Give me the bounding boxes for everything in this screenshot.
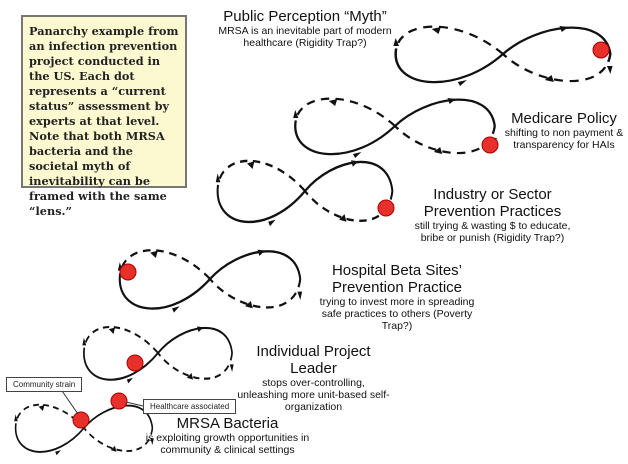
- callout-line-community: [59, 387, 79, 415]
- explanation-note: Panarchy example from an infection preve…: [21, 15, 187, 218]
- level-hospital: Hospital Beta Sites’ Prevention Practice…: [312, 262, 482, 332]
- level-title: Hospital Beta Sites’ Prevention Practice: [331, 262, 463, 296]
- level-title: MRSA Bacteria: [176, 415, 279, 432]
- loop-medicare: [291, 96, 499, 160]
- loop-industry: [214, 158, 396, 228]
- loop-individual: [81, 325, 235, 385]
- healthcare-associated-tag: Healthcare associated: [143, 399, 237, 414]
- level-subtitle: trying to invest more in spreading safe …: [319, 296, 475, 332]
- loop-hospital: [116, 248, 304, 314]
- status-dot-individual: [126, 354, 144, 372]
- status-dot-industry: [377, 199, 395, 217]
- status-dot-healthcare: [110, 392, 128, 410]
- level-myth: Public Perception “Myth” MRSA is an inev…: [215, 8, 395, 49]
- status-dot-myth: [592, 41, 610, 59]
- loop-myth: [392, 24, 614, 88]
- level-subtitle: is exploiting growth opportunities in co…: [145, 432, 310, 456]
- level-individual: Individual Project Leader stops over-con…: [236, 343, 391, 413]
- community-strain-tag: Community strain: [6, 377, 83, 392]
- level-title: Public Perception “Myth”: [223, 8, 387, 25]
- level-title: Medicare Policy: [511, 110, 617, 127]
- loop-mrsa: [13, 403, 155, 457]
- status-dot-community: [72, 411, 90, 429]
- level-subtitle: MRSA is an inevitable part of modern hea…: [218, 25, 392, 49]
- level-industry: Industry or Sector Prevention Practices …: [410, 186, 575, 244]
- level-title: Industry or Sector Prevention Practices: [423, 186, 562, 220]
- level-subtitle: stops over-controlling, unleashing more …: [237, 377, 390, 413]
- level-mrsa: MRSA Bacteria is exploiting growth oppor…: [145, 415, 310, 456]
- level-subtitle: still trying & wasting $ to educate, bri…: [414, 220, 571, 244]
- callout-line-healthcare: [125, 401, 144, 407]
- level-subtitle: shifting to non payment & transparency f…: [504, 127, 624, 151]
- level-title: Individual Project Leader: [256, 343, 371, 377]
- status-dot-medicare: [481, 136, 499, 154]
- level-medicare: Medicare Policy shifting to non payment …: [500, 110, 628, 151]
- status-dot-hospital: [119, 263, 137, 281]
